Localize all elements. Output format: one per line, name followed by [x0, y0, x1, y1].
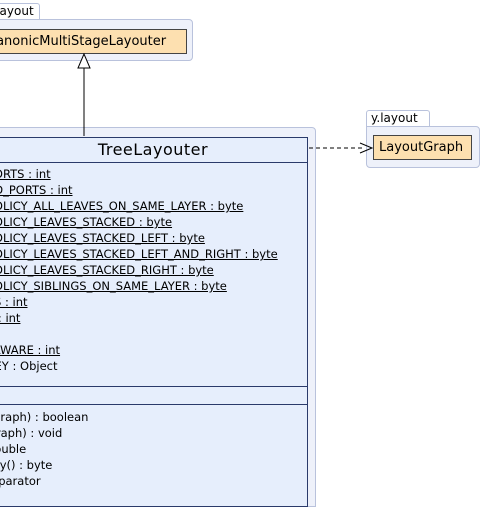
package-name-right: y.layout [371, 111, 418, 125]
attribute-list: PORTS : intED_PORTS : intPOLICY_ALL_LEAV… [0, 163, 307, 386]
class-name-layout-graph: LayoutGraph [379, 140, 464, 155]
attribute-item: E : int [0, 311, 21, 325]
compartment-separator-operations [0, 404, 307, 405]
attribute-item: ED_PORTS : int [0, 183, 73, 197]
operation-item: tGraph) : boolean [0, 410, 89, 424]
compartment-separator [0, 386, 307, 387]
attribute-item: POLICY_LEAVES_STACKED_LEFT : byte [0, 231, 205, 245]
operation-item [0, 489, 295, 505]
operation-item: Graph) : void [0, 426, 63, 440]
package-tab-right: y.layout [366, 110, 430, 127]
inheritance-arrowhead [77, 52, 91, 69]
dependency-arrowhead [359, 142, 374, 154]
attribute-item: POLICY_LEAVES_STACKED : byte [0, 215, 173, 229]
operation-list: tGraph) : booleanGraph) : void double licy… [0, 405, 307, 506]
attribute-item: _AWARE : int [0, 343, 61, 357]
attribute-item: KEY : Object [0, 359, 58, 373]
operation-item: mparator [0, 474, 41, 488]
package-tab-top: y.layout [0, 3, 40, 20]
connectors [77, 52, 374, 154]
class-name-canonic: CanonicMultiStageLayouter [0, 34, 167, 49]
class-tree-layouter[interactable]: TreeLayouter PORTS : intED_PORTS : intPO… [0, 137, 308, 507]
class-layout-graph[interactable]: LayoutGraph [373, 135, 472, 160]
attribute-item: POLICY_ALL_LEAVES_ON_SAME_LAYER : byte [0, 199, 244, 213]
attribute-item: POLICY_SIBLINGS_ON_SAME_LAYER : byte [0, 279, 227, 293]
operation-item: licy() : byte [0, 458, 53, 472]
attribute-item: POLICY_LEAVES_STACKED_RIGHT : byte [0, 263, 214, 277]
attribute-item: POLICY_LEAVES_STACKED_LEFT_AND_RIGHT : b… [0, 247, 278, 261]
package-name-top: y.layout [0, 4, 34, 18]
operation-item: double [0, 442, 27, 456]
attribute-item [0, 326, 295, 342]
attribute-item: PORTS : int [0, 167, 51, 181]
class-canonic-multi-stage-layouter[interactable]: CanonicMultiStageLayouter [0, 29, 187, 54]
class-name-tree-layouter: TreeLayouter [0, 138, 307, 163]
attribute-item: TS : int [0, 295, 28, 309]
